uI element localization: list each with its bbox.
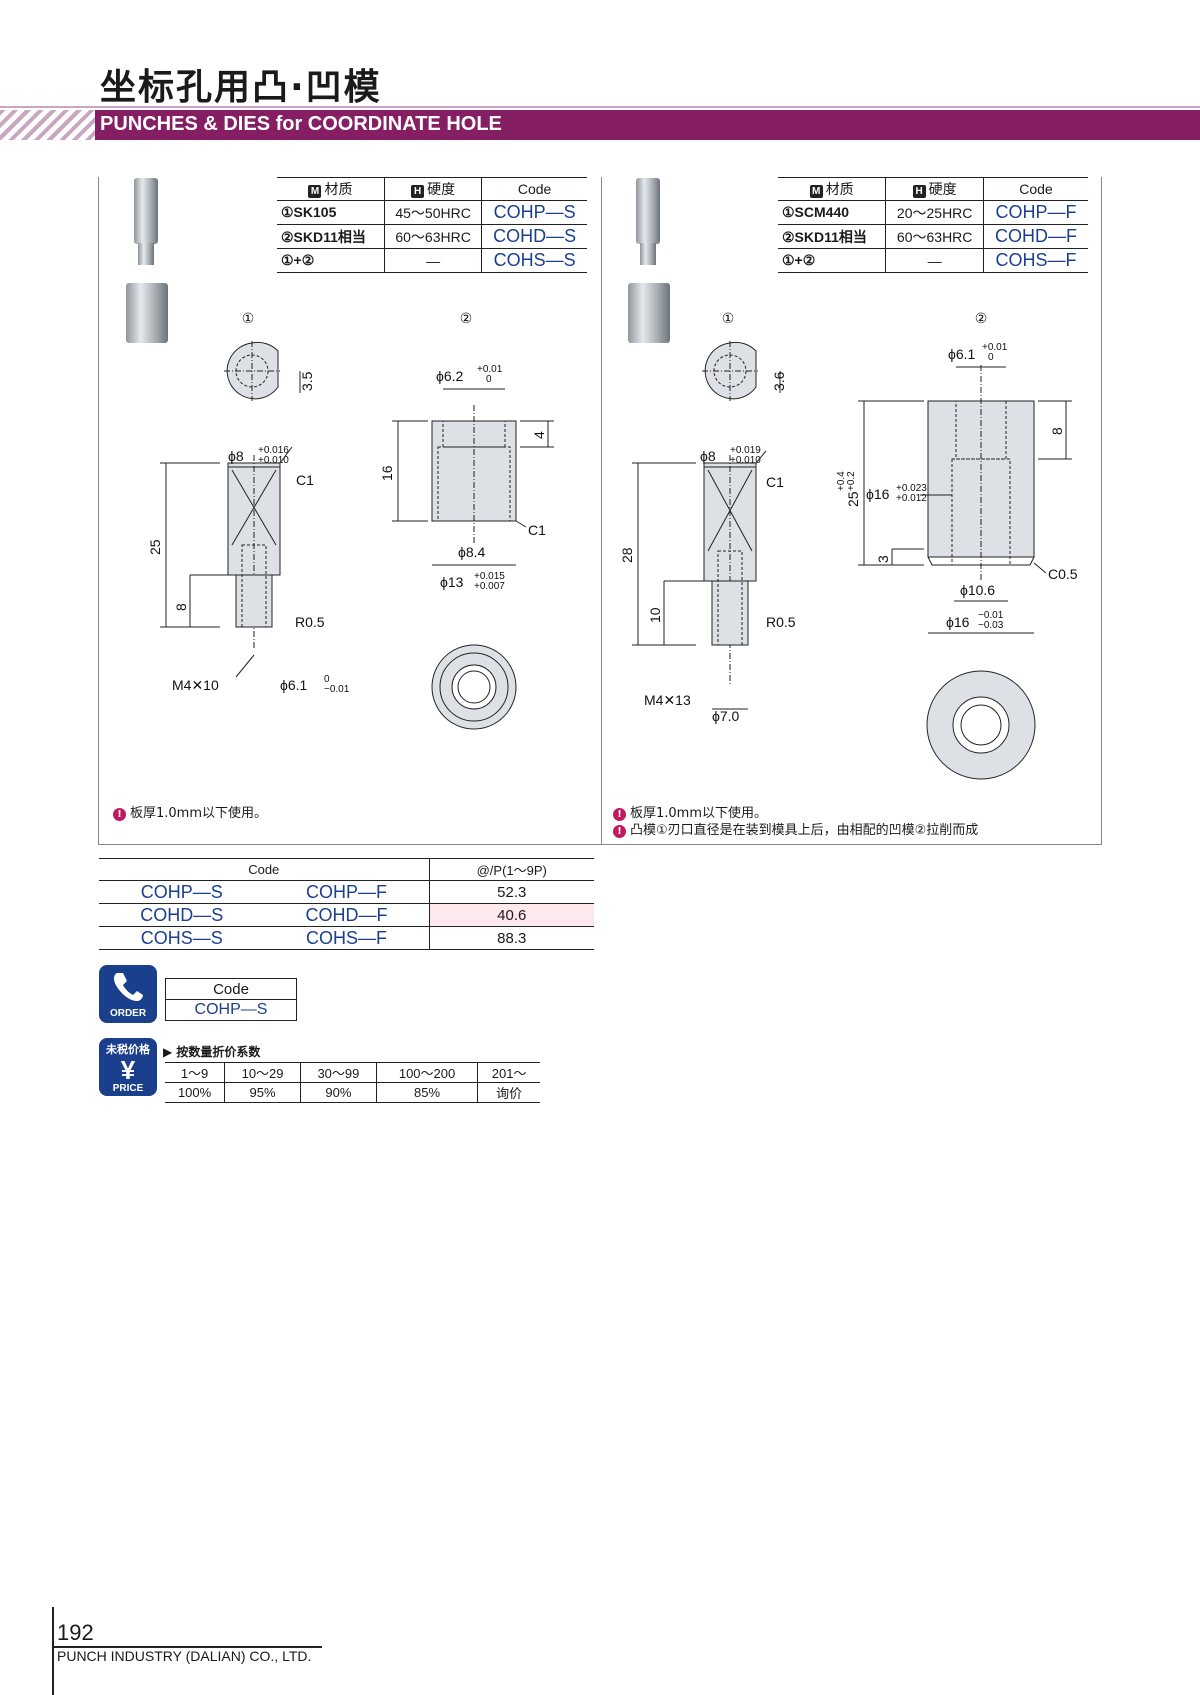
die-dim-4: 4 bbox=[531, 431, 547, 439]
order-badge: ORDER bbox=[99, 965, 157, 1023]
right-product-photo bbox=[628, 178, 670, 343]
band-stripes bbox=[0, 110, 100, 140]
die-dim-16: 16 bbox=[379, 465, 395, 481]
dim-10: 10 bbox=[647, 607, 663, 623]
die-dim-25: 25 bbox=[845, 491, 861, 507]
die-dim-phi13: ϕ13 bbox=[440, 574, 464, 590]
svg-text:+0.4: +0.4 bbox=[836, 471, 847, 491]
table-row: ①SCM440 20～25HRC COHP—F bbox=[778, 200, 1088, 225]
dim-c1: C1 bbox=[766, 474, 784, 490]
table-row: ②SKD11相当 60～63HRC COHD—F bbox=[778, 224, 1088, 249]
dim-flat: 3.6 bbox=[771, 371, 787, 391]
svg-text:+0.015: +0.015 bbox=[474, 571, 505, 582]
dim-phi8: ϕ8 bbox=[228, 448, 244, 464]
svg-text:+0.2: +0.2 bbox=[846, 471, 857, 491]
english-title: PUNCHES & DIES for COORDINATE HOLE bbox=[100, 113, 502, 135]
svg-text:+0.012: +0.012 bbox=[896, 493, 927, 504]
svg-text:+0.01: +0.01 bbox=[477, 364, 503, 375]
svg-text:+0.01: +0.01 bbox=[982, 342, 1008, 353]
die-dim-c1: C1 bbox=[528, 522, 546, 538]
right-notes: !板厚1.0mm以下使用。 !凸模①刃口直径是在装到模具上后，由相配的凹模②拉削… bbox=[613, 805, 978, 839]
label-punch: ① bbox=[242, 310, 255, 326]
die-dim-phi61: ϕ6.1 bbox=[948, 346, 976, 362]
dim-28: 28 bbox=[619, 547, 635, 563]
price-table: Code @/P(1～9P) COHP—S COHP—F 52.3 COHD—S… bbox=[99, 858, 594, 950]
dim-r05: R0.5 bbox=[295, 614, 325, 630]
svg-text:0: 0 bbox=[324, 674, 330, 685]
table-row: ①+② — COHS—S bbox=[277, 248, 587, 273]
svg-text:−0.01: −0.01 bbox=[978, 610, 1004, 621]
hardness-tag-icon: H bbox=[912, 185, 926, 198]
order-code-table: Code COHP—S bbox=[165, 978, 297, 1021]
dim-phi8: ϕ8 bbox=[700, 448, 716, 464]
svg-text:+0.019: +0.019 bbox=[730, 445, 761, 456]
label-punch: ① bbox=[722, 310, 735, 326]
left-technical-drawing: ① ② 3.5 25 8 ϕ8 +0.016 +0.010 C1 R0.5 M4… bbox=[147, 310, 554, 730]
footer-vertical-rule bbox=[52, 1607, 54, 1695]
price-badge: 未税价格 ¥ PRICE bbox=[99, 1038, 157, 1096]
label-die: ② bbox=[460, 310, 473, 326]
discount-table: 1～9 10～29 30～99 100～200 201～ 100% 95% 90… bbox=[165, 1062, 540, 1103]
die-dim-8: 8 bbox=[1049, 427, 1065, 435]
table-row: ②SKD11相当 60～63HRC COHD—S bbox=[277, 224, 587, 249]
discount-title: ▶ 按数量折价系数 bbox=[163, 1045, 261, 1059]
material-tag-icon: M bbox=[809, 185, 823, 198]
left-product-photo bbox=[126, 178, 168, 343]
svg-text:+0.023: +0.023 bbox=[896, 483, 927, 494]
footer-horizontal-rule bbox=[52, 1646, 322, 1648]
dim-phi70: ϕ7.0 bbox=[712, 708, 740, 724]
svg-text:0: 0 bbox=[988, 352, 994, 363]
svg-text:+0.007: +0.007 bbox=[474, 581, 505, 592]
page-title: 坐标孔用凸·凹模 bbox=[100, 67, 382, 108]
die-dim-phi16b: ϕ16 bbox=[946, 614, 970, 630]
table-row: ①+② — COHS—F bbox=[778, 248, 1088, 273]
die-dim-phi106: ϕ10.6 bbox=[960, 582, 995, 598]
die-dim-c05: C0.5 bbox=[1048, 566, 1078, 582]
company-name: PUNCH INDUSTRY (DALIAN) CO., LTD. bbox=[57, 1648, 312, 1664]
table-row: COHS—S COHS—F 88.3 bbox=[99, 926, 594, 950]
warning-icon: ! bbox=[613, 808, 626, 821]
dim-flat: 3.5 bbox=[299, 371, 315, 391]
dim-m4: M4✕13 bbox=[644, 692, 691, 708]
band-top-line bbox=[0, 106, 1200, 108]
dim-c1: C1 bbox=[296, 472, 314, 488]
warning-icon: ! bbox=[113, 808, 126, 821]
dim-8: 8 bbox=[173, 603, 189, 611]
die-dim-phi84: ϕ8.4 bbox=[458, 544, 486, 560]
label-die: ② bbox=[975, 310, 988, 326]
band-bar bbox=[95, 110, 1200, 140]
left-note: !板厚1.0mm以下使用。 bbox=[113, 805, 267, 822]
product-panel bbox=[98, 177, 1102, 845]
svg-text:−0.03: −0.03 bbox=[978, 620, 1004, 631]
material-tag-icon: M bbox=[308, 185, 322, 198]
right-technical-drawing: ① ② 3.6 28 10 ϕ8 +0.019 +0.010 C1 R0.5 M… bbox=[619, 310, 1078, 780]
table-row: COHP—S COHP—F 52.3 bbox=[99, 880, 594, 904]
svg-text:+0.010: +0.010 bbox=[730, 455, 761, 466]
svg-text:−0.01: −0.01 bbox=[324, 684, 350, 695]
table-row: ①SK105 45～50HRC COHP—S bbox=[277, 200, 587, 225]
die-dim-3: 3 bbox=[875, 555, 891, 563]
table-row: COHD—S COHD—F 40.6 bbox=[99, 903, 594, 927]
dim-25: 25 bbox=[147, 539, 163, 555]
title-band: PUNCHES & DIES for COORDINATE HOLE bbox=[0, 106, 1200, 140]
highlight-cell: 40.6 bbox=[428, 903, 594, 927]
page-number: 192 bbox=[57, 1620, 94, 1645]
yen-icon: ¥ bbox=[120, 1055, 136, 1085]
dim-r05: R0.5 bbox=[766, 614, 796, 630]
hardness-tag-icon: H bbox=[411, 185, 425, 198]
warning-icon: ! bbox=[613, 825, 626, 838]
die-dim-phi62: ϕ6.2 bbox=[436, 368, 464, 384]
svg-text:+0.016: +0.016 bbox=[258, 445, 289, 456]
svg-text:+0.010: +0.010 bbox=[258, 455, 289, 466]
die-dim-phi16a: ϕ16 bbox=[866, 486, 890, 502]
phone-icon bbox=[114, 973, 143, 1001]
svg-text:0: 0 bbox=[486, 374, 492, 385]
panel-divider bbox=[601, 177, 602, 845]
dim-m4: M4✕10 bbox=[172, 677, 219, 693]
dim-phi61: ϕ6.1 bbox=[280, 677, 308, 693]
